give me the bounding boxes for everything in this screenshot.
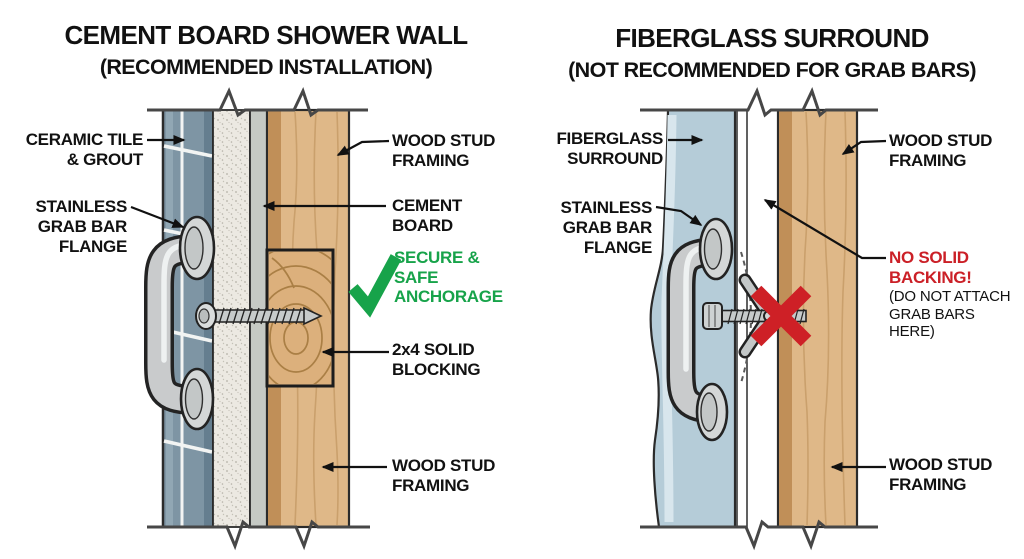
label-stainless-flange-right: STAINLESS GRAB BAR FLANGE <box>560 198 653 257</box>
right-panel-subtitle: (NOT RECOMMENDED FOR GRAB BARS) <box>568 58 976 82</box>
label-solid-blocking: 2x4 SOLID BLOCKING <box>392 340 481 379</box>
left-panel-title-block: CEMENT BOARD SHOWER WALL (RECOMMENDED IN… <box>6 22 526 79</box>
left-leader-lines <box>130 135 390 472</box>
label-fiberglass-surround: FIBERGLASS SURROUND <box>556 129 663 168</box>
label-do-not-attach: (DO NOT ATTACH GRAB BARS HERE) <box>889 288 1011 340</box>
grab-bar-flange-top-right <box>698 217 734 281</box>
grab-bar-left <box>144 215 216 431</box>
left-wall-section <box>130 86 402 551</box>
label-wood-stud-bottom-right: WOOD STUD FRAMING <box>889 455 993 494</box>
grab-bar-flange-bottom-right <box>695 382 729 442</box>
label-no-solid-backing: NO SOLID BACKING! (DO NOT ATTACH GRAB BA… <box>889 248 1011 340</box>
right-wall-section <box>640 86 887 551</box>
grab-bar-flange-top-left <box>178 215 216 281</box>
left-break-lines <box>147 86 370 551</box>
right-panel-title-block: FIBERGLASS SURROUND (NOT RECOMMENDED FOR… <box>522 25 1022 82</box>
grab-bar-flange-bottom-left <box>179 367 215 431</box>
lag-screw <box>195 302 323 330</box>
left-panel-title: CEMENT BOARD SHOWER WALL <box>64 20 468 50</box>
label-cement-board: CEMENT BOARD <box>392 196 462 235</box>
right-break-lines <box>640 86 878 551</box>
grab-bar-right <box>666 217 734 442</box>
label-stainless-flange-left: STAINLESS GRAB BAR FLANGE <box>35 197 128 256</box>
x-icon <box>750 285 812 347</box>
label-wood-stud-top-right: WOOD STUD FRAMING <box>889 131 993 170</box>
check-icon <box>348 254 402 318</box>
label-wood-stud-top-left: WOOD STUD FRAMING <box>392 131 496 170</box>
right-leader-lines <box>655 135 887 472</box>
label-secure-anchorage: SECURE & SAFE ANCHORAGE <box>394 248 503 306</box>
label-ceramic-tile-grout: CERAMIC TILE & GROUT <box>25 130 144 169</box>
right-panel-title: FIBERGLASS SURROUND <box>615 23 929 53</box>
label-wood-stud-bottom-left: WOOD STUD FRAMING <box>392 456 496 495</box>
left-panel-subtitle: (RECOMMENDED INSTALLATION) <box>99 55 433 79</box>
